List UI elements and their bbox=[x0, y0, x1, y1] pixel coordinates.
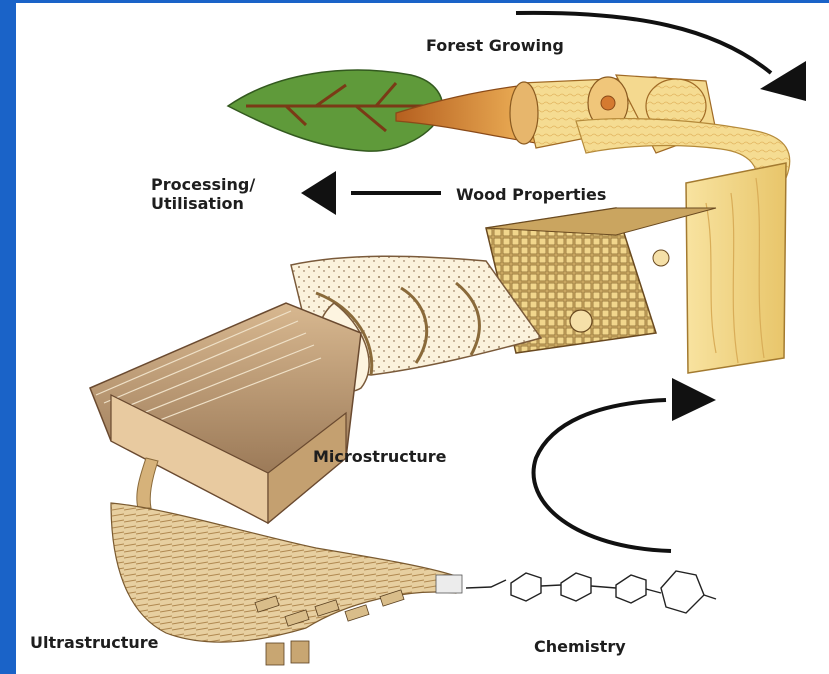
processing-label-line2: Utilisation bbox=[151, 194, 255, 213]
forest-growing-label: Forest Growing bbox=[426, 36, 564, 55]
processing-label-line1: Processing/ bbox=[151, 175, 255, 194]
microstructure-label: Microstructure bbox=[313, 447, 447, 466]
processing-utilisation-label: Processing/ Utilisation bbox=[151, 175, 255, 213]
microfibril-bundle bbox=[111, 503, 462, 665]
layered-wall-block bbox=[90, 303, 361, 523]
arrow-processing bbox=[301, 171, 441, 215]
fibre-stalk bbox=[137, 458, 158, 508]
arrow-chemistry-to-properties bbox=[534, 378, 716, 551]
wood-hierarchy-illustration bbox=[16, 3, 829, 674]
wood-board bbox=[686, 163, 786, 373]
ultrastructure-label: Ultrastructure bbox=[30, 633, 159, 652]
wood-properties-label: Wood Properties bbox=[456, 185, 606, 204]
tree-branch-illustration bbox=[228, 70, 536, 151]
diagram-canvas: Forest Growing Processing/ Utilisation W… bbox=[16, 3, 829, 674]
cellulose-molecule bbox=[466, 571, 716, 613]
chemistry-label: Chemistry bbox=[534, 637, 626, 656]
